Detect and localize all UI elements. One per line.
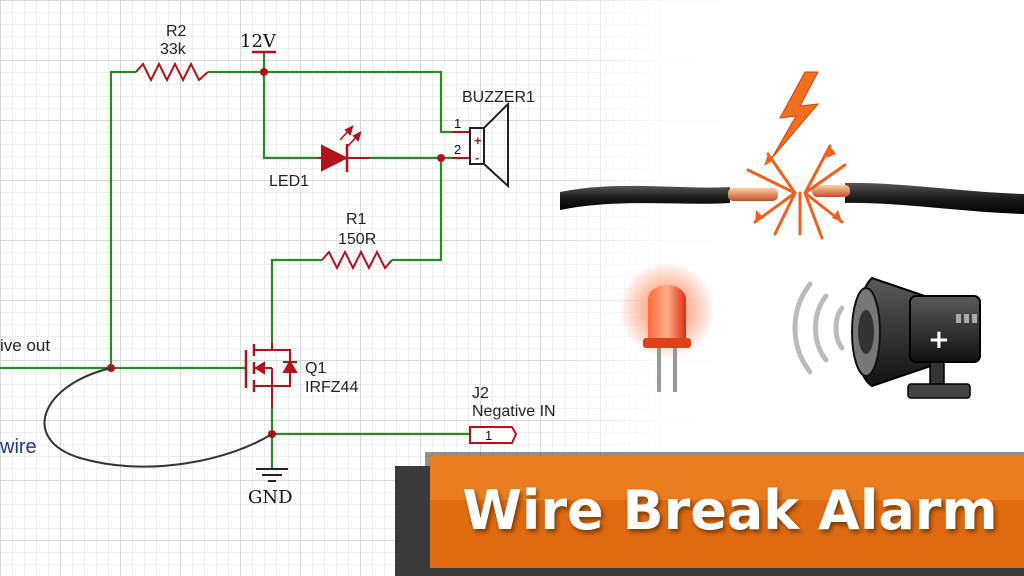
r2-ref: R2 (166, 23, 187, 40)
junction-dots (107, 68, 445, 438)
left-label-out: ive out (0, 336, 50, 355)
sound-wave-icon (792, 281, 845, 375)
broken-cable-illustration (560, 182, 1024, 214)
banner-title: Wire Break Alarm (462, 479, 998, 542)
mosfet-q1-symbol (244, 342, 298, 408)
spark-icon (746, 71, 847, 240)
ground-label: GND (248, 487, 293, 508)
j2-label: Negative IN (472, 403, 556, 420)
speaker-plus-symbol: + (928, 325, 950, 355)
j2-ref: J2 (472, 385, 489, 402)
buzzer-minus: - (475, 150, 479, 165)
r2-value: 33k (160, 41, 187, 58)
buzzer-ref: BUZZER1 (462, 89, 535, 106)
q1-value: IRFZ44 (305, 379, 358, 396)
led-bulb-illustration (619, 262, 715, 392)
j2-connector (469, 426, 518, 444)
led-ref: LED1 (269, 173, 309, 190)
q1-ref: Q1 (305, 360, 326, 377)
loop-wire (43, 367, 273, 468)
schematic-wires (0, 52, 470, 468)
led-symbol (318, 125, 370, 172)
resistor-r2-symbol (135, 61, 209, 83)
speaker-horn-icon (851, 276, 981, 399)
resistor-r1-symbol (321, 249, 393, 271)
supply-label: 12V (240, 31, 277, 52)
buzzer-plus: + (474, 133, 482, 148)
j2-pin: 1 (485, 428, 492, 443)
buzzer-pin1: 1 (454, 116, 461, 131)
buzzer-pin2: 2 (454, 142, 461, 157)
buzzer-symbol (452, 101, 509, 189)
title-banner (395, 452, 1024, 576)
left-label-wire: wire (0, 436, 37, 458)
r1-value: 150R (338, 231, 376, 248)
ground-symbol (256, 468, 288, 482)
r1-ref: R1 (346, 211, 367, 228)
